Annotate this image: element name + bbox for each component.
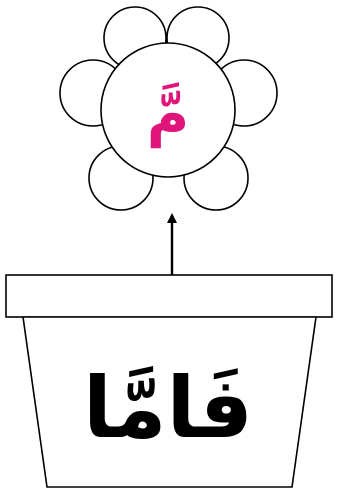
flower-letter: مَّ bbox=[147, 80, 190, 148]
flower: مَّ bbox=[60, 7, 277, 210]
pot-word: فَامَّا bbox=[83, 359, 253, 457]
pot: فَامَّا bbox=[6, 275, 332, 487]
pot-rim bbox=[6, 275, 332, 317]
